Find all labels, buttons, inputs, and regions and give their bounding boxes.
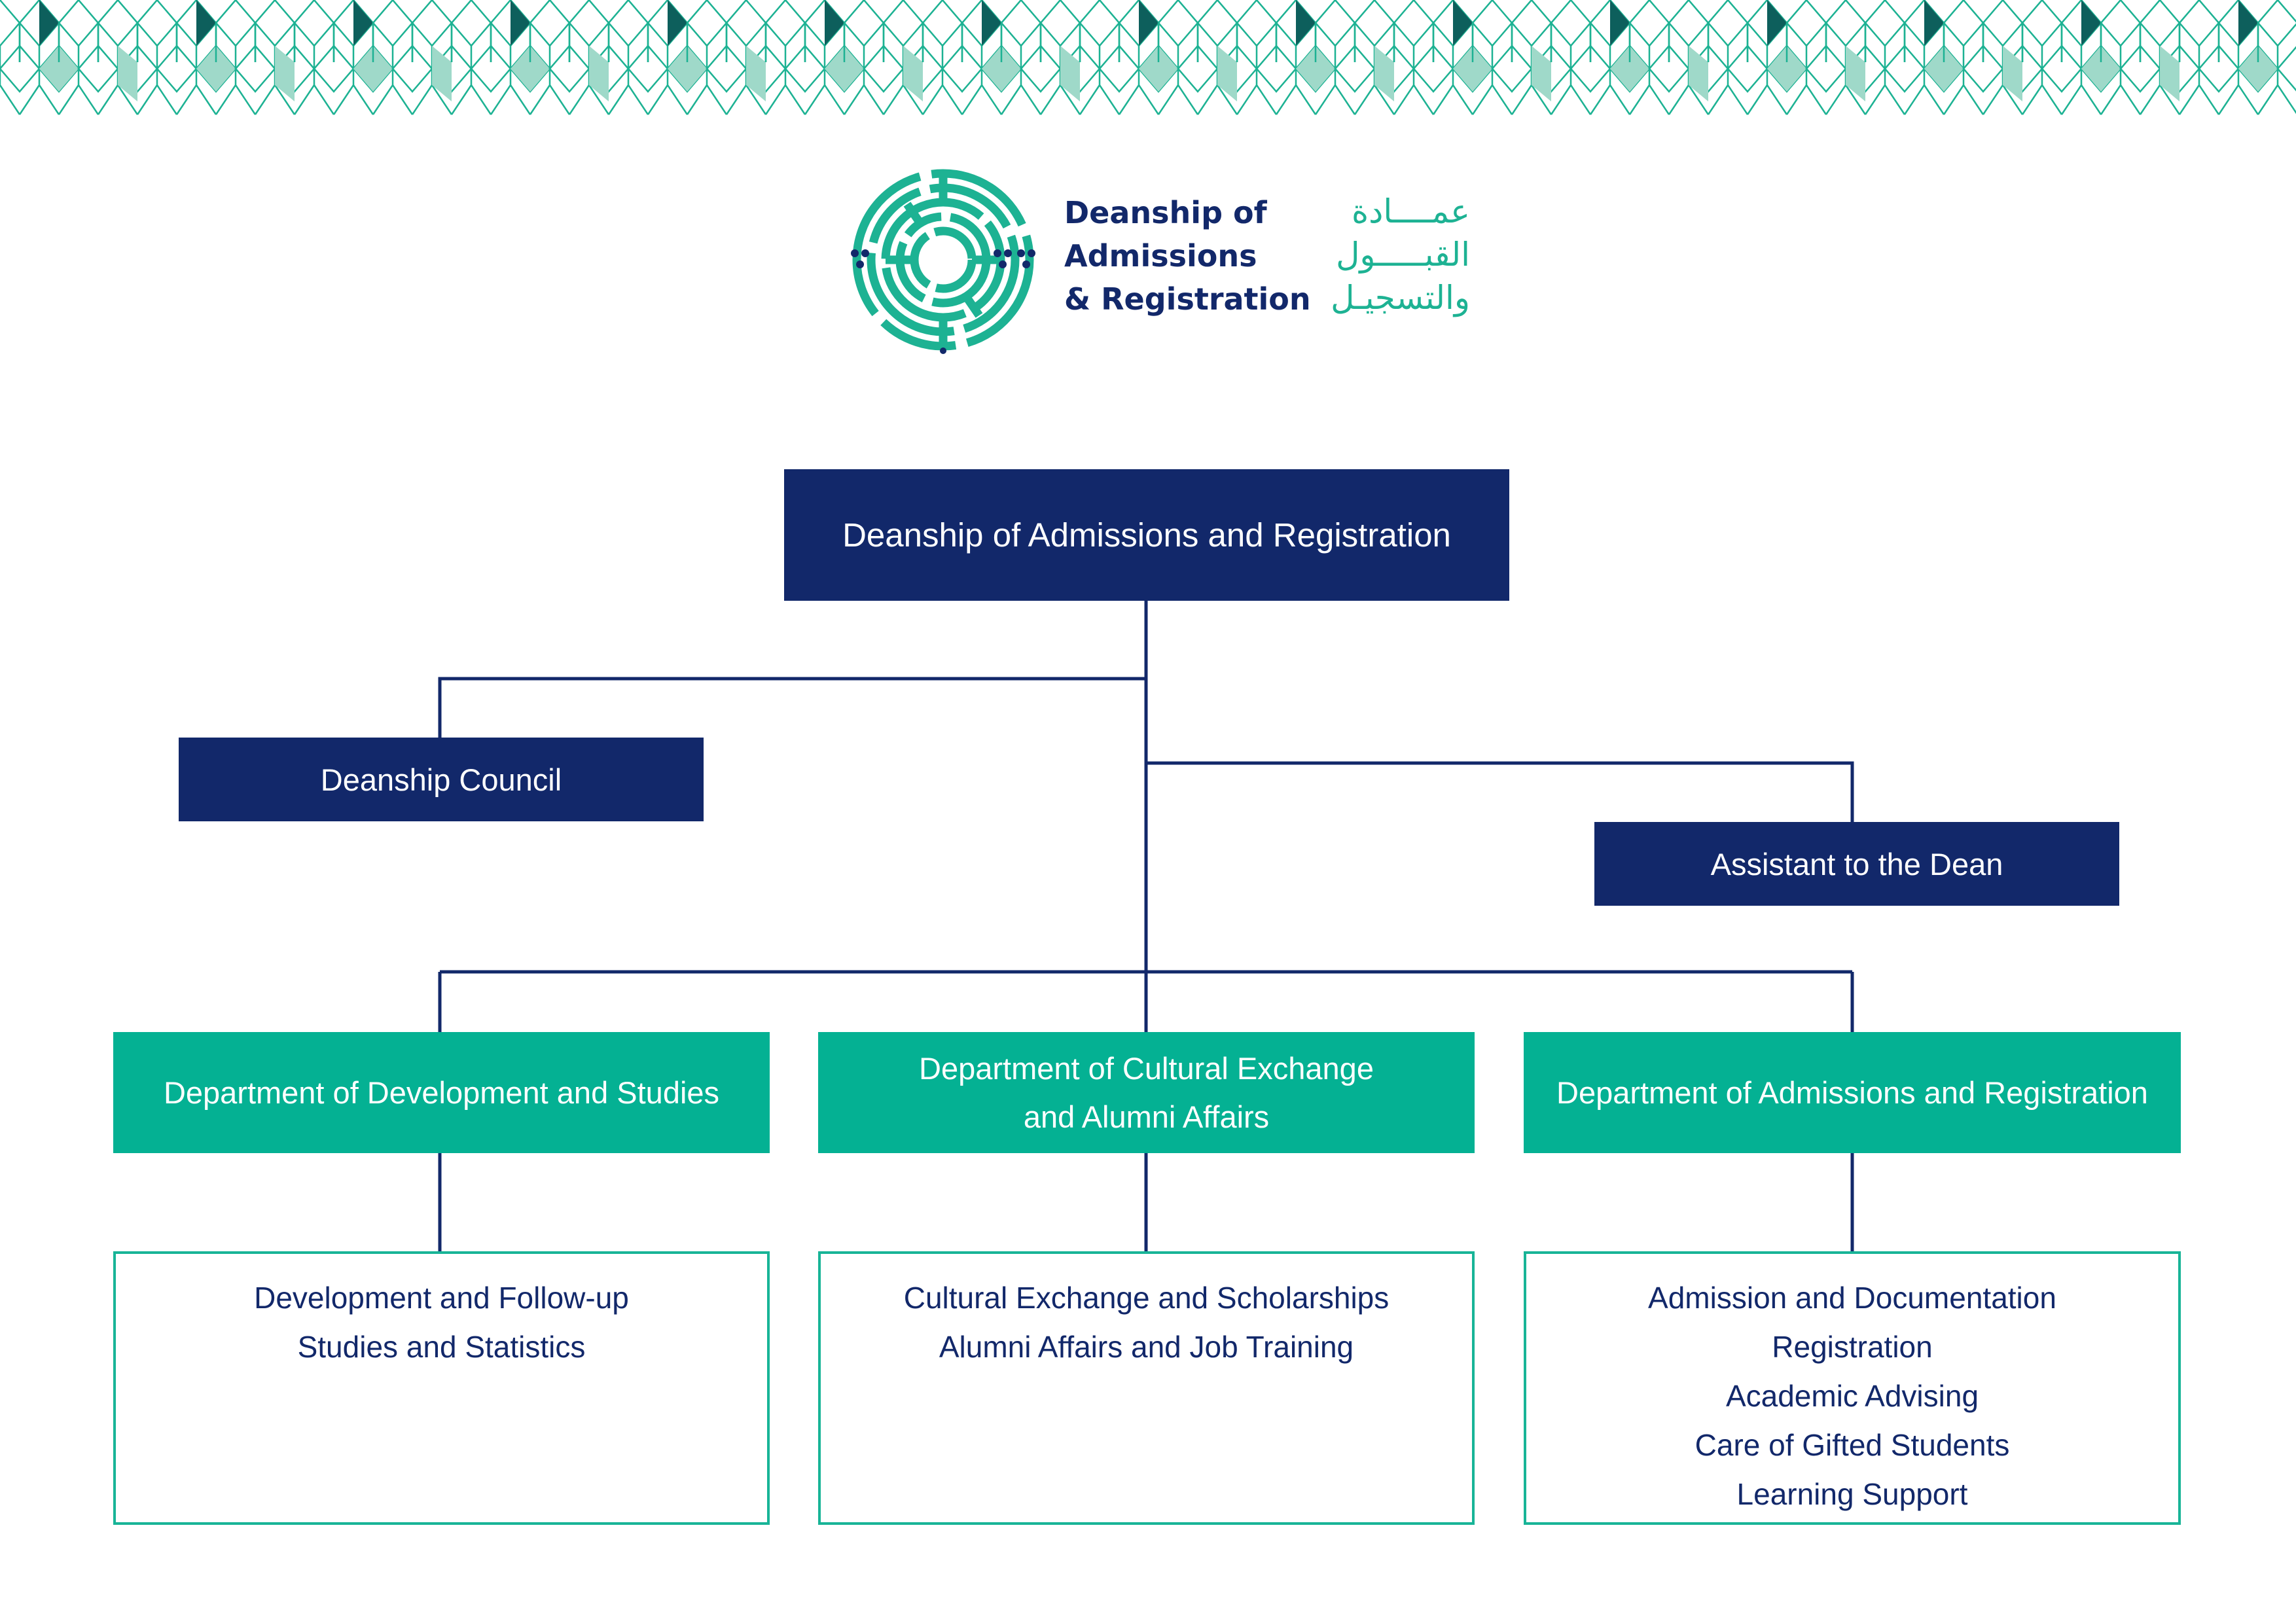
logo-arabic-line-3: والتسجيـل [1331, 279, 1470, 317]
department-label-line: and Alumni Affairs [1023, 1099, 1270, 1134]
pattern-cube [529, 0, 590, 115]
pattern-cube [1903, 0, 1965, 115]
pattern-cube [961, 0, 1022, 115]
pattern-cube [1943, 0, 2004, 115]
pattern-cube [1746, 0, 1808, 115]
pattern-cube [2178, 0, 2240, 115]
pattern-cube [2100, 0, 2161, 115]
pattern-cube [1236, 0, 1297, 115]
units-cultural-exchange-alumni: Cultural Exchange and Scholarships Alumn… [818, 1251, 1475, 1525]
pattern-cube [215, 0, 276, 115]
connector-assistant [1146, 761, 1854, 822]
unit-item: Alumni Affairs and Job Training [939, 1330, 1354, 1364]
pattern-cube [97, 0, 158, 115]
pattern-cube [1511, 0, 1572, 115]
logo-english-line-3: & Registration [1064, 281, 1311, 317]
logo-english-line-1: Deanship of [1064, 195, 1267, 230]
pattern-cube [1157, 0, 1219, 115]
pattern-cube [0, 0, 41, 115]
pattern-cube [1432, 0, 1494, 115]
pattern-cube [1196, 0, 1258, 115]
department-label-line: Department of Admissions and Registratio… [1556, 1075, 2148, 1110]
pattern-cube [58, 0, 119, 115]
pattern-cube [1354, 0, 1415, 115]
pattern-cube [607, 0, 669, 115]
pattern-cube [1589, 0, 1651, 115]
node-label: Deanship Council [320, 762, 562, 797]
unit-item: Academic Advising [1725, 1379, 1979, 1413]
pattern-cube [1785, 0, 1847, 115]
pattern-cube [1668, 0, 1729, 115]
pattern-cube [1000, 0, 1062, 115]
unit-item: Learning Support [1736, 1477, 1968, 1511]
pattern-cube [411, 0, 473, 115]
pattern-cube [647, 0, 708, 115]
node-deanship-admissions-registration: Deanship of Admissions and Registration [784, 469, 1509, 601]
pattern-cube [1550, 0, 1611, 115]
department-label-line: Department of Cultural Exchange [919, 1050, 1374, 1086]
pattern-cube [372, 0, 433, 115]
pattern-cube [843, 0, 905, 115]
pattern-cube [1393, 0, 1454, 115]
pattern-cube [1471, 0, 1533, 115]
geometric-pattern-band [0, 0, 2296, 115]
pattern-cube [332, 0, 394, 115]
pattern-cube [882, 0, 944, 115]
logo-arabic-line-1: عمــــادة [1351, 192, 1470, 230]
deanship-logo: Deanship of Admissions & Registration عم… [848, 165, 1470, 355]
pattern-cube [725, 0, 787, 115]
pattern-cube [1118, 0, 1179, 115]
node-department-cultural-exchange-alumni: Department of Cultural Exchange and Alum… [818, 1032, 1475, 1153]
unit-item: Registration [1772, 1330, 1933, 1364]
pattern-cube [568, 0, 630, 115]
pattern-cube [1707, 0, 1768, 115]
pattern-cube [686, 0, 747, 115]
unit-item: Cultural Exchange and Scholarships [903, 1281, 1390, 1315]
pattern-cube [804, 0, 865, 115]
pattern-cube [175, 0, 237, 115]
pattern-cube [2060, 0, 2122, 115]
node-assistant-to-the-dean: Assistant to the Dean [1594, 822, 2119, 906]
pattern-cube [2217, 0, 2279, 115]
pattern-cube [450, 0, 512, 115]
units-admissions-registration: Admission and Documentation Registration… [1524, 1251, 2181, 1525]
department-label-line: Department of Development and Studies [163, 1075, 720, 1110]
node-department-admissions-registration: Department of Admissions and Registratio… [1524, 1032, 2181, 1153]
pattern-cube [1314, 0, 1376, 115]
node-department-development-studies: Department of Development and Studies [113, 1032, 770, 1153]
connector-council [438, 677, 1146, 738]
unit-item: Care of Gifted Students [1695, 1428, 2010, 1462]
pattern-cube [2139, 0, 2200, 115]
pattern-cube [1275, 0, 1336, 115]
pattern-cube [764, 0, 826, 115]
node-label: Assistant to the Dean [1710, 846, 2003, 882]
unit-item: Development and Follow-up [254, 1281, 629, 1315]
pattern-cube [2257, 0, 2296, 115]
unit-item: Studies and Statistics [297, 1330, 586, 1364]
pattern-cube [2021, 0, 2083, 115]
unit-item: Admission and Documentation [1648, 1281, 2056, 1315]
pattern-cube [1079, 0, 1140, 115]
pattern-cube [1628, 0, 1690, 115]
units-development-studies: Development and Follow-up Studies and St… [113, 1251, 770, 1525]
pattern-cube [1864, 0, 1926, 115]
pattern-cube [1825, 0, 1886, 115]
pattern-cube [922, 0, 983, 115]
logo-arabic-line-2: القبـــــول [1336, 236, 1470, 274]
pattern-cube [136, 0, 198, 115]
pattern-cube [293, 0, 355, 115]
node-deanship-council: Deanship Council [179, 738, 704, 821]
pattern-cube [18, 0, 80, 115]
pattern-cube [1039, 0, 1101, 115]
maze-emblem-icon [851, 169, 1035, 354]
node-label: Deanship of Admissions and Registration [842, 516, 1451, 554]
logo-english-line-2: Admissions [1064, 238, 1257, 274]
pattern-cube [490, 0, 551, 115]
pattern-cube [1982, 0, 2043, 115]
pattern-cube [254, 0, 315, 115]
